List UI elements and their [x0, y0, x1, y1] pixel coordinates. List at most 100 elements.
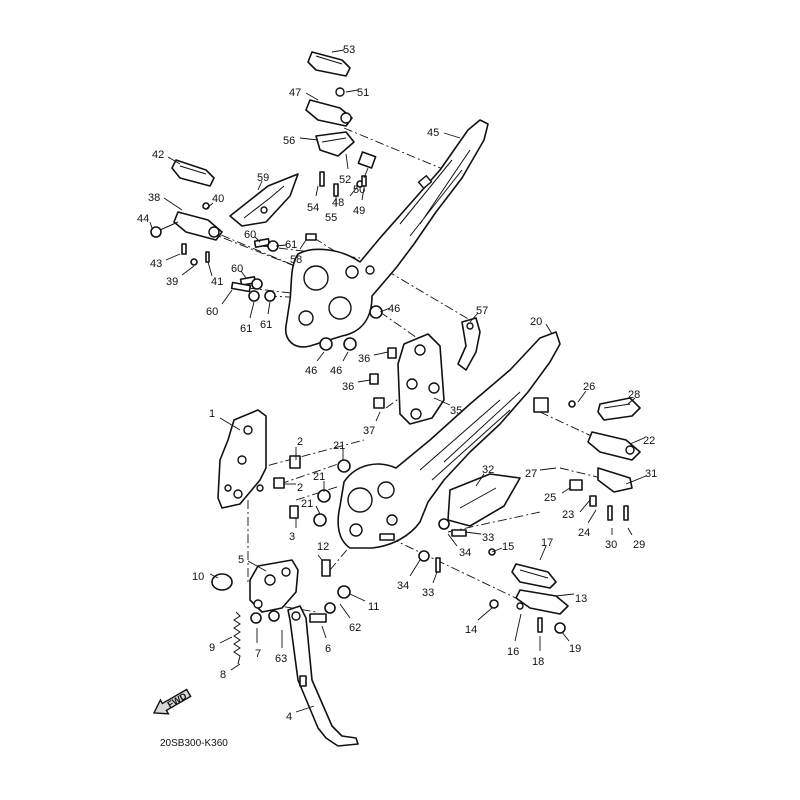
callout-c29: 29	[633, 539, 645, 551]
callout-c16: 16	[507, 646, 519, 658]
leader-line-c37	[375, 411, 381, 422]
leader-line-c20	[545, 323, 553, 335]
leader-line-c43	[165, 253, 181, 261]
callout-c37: 37	[363, 425, 375, 437]
callout-c62: 62	[349, 622, 361, 634]
sidestand-assembly	[211, 559, 359, 747]
leader-line-c31	[625, 475, 647, 485]
callout-c57: 57	[476, 305, 488, 317]
leader-line-c15	[491, 547, 503, 553]
leader-line-c1	[219, 417, 241, 431]
leader-line-c44	[149, 221, 153, 229]
upper-fasteners	[181, 171, 383, 351]
callout-c47: 47	[289, 87, 301, 99]
callout-c50: 50	[353, 184, 365, 196]
leader-line-c27	[539, 467, 557, 471]
callout-c30: 30	[605, 539, 617, 551]
leader-line-c59	[257, 180, 263, 191]
callout-c19: 19	[569, 643, 581, 655]
leader-line-c61b	[249, 301, 255, 319]
leader-line-c14	[477, 607, 493, 621]
leader-line-c42	[167, 156, 181, 165]
leader-line-c47	[305, 92, 319, 101]
heel-guard	[229, 173, 299, 227]
callout-c9: 9	[209, 642, 215, 654]
passenger-footrest-right	[568, 397, 641, 521]
callout-c14: 14	[465, 624, 477, 636]
leader-line-c62	[339, 603, 351, 619]
leader-line-c11	[349, 593, 366, 602]
leader-line-c60b	[240, 270, 247, 279]
callout-c11: 11	[368, 601, 379, 613]
leader-line-c23	[579, 499, 591, 513]
callout-c44: 44	[137, 213, 149, 225]
callout-c2a: 2	[297, 436, 303, 448]
plate-35	[369, 333, 445, 425]
leader-line-c50	[363, 167, 369, 179]
callout-c21b: 21	[313, 471, 325, 483]
callout-c10: 10	[192, 571, 204, 583]
callout-c24: 24	[578, 527, 590, 539]
leader-line-c28	[627, 397, 636, 405]
callout-c45: 45	[427, 127, 439, 139]
plate-1	[217, 409, 301, 509]
bracket-57	[457, 317, 481, 371]
callout-c60b: 60	[231, 263, 243, 275]
leader-line-c60c	[221, 289, 233, 305]
leader-line-c19	[561, 631, 570, 642]
leader-line-c54	[315, 185, 319, 197]
callout-c22: 22	[643, 435, 655, 447]
leader-line-c22	[629, 437, 645, 445]
callout-c54: 54	[307, 202, 319, 214]
right-footrest	[488, 548, 569, 634]
callout-c43: 43	[150, 258, 162, 270]
leader-line-c36a	[373, 351, 389, 356]
leader-line-c35	[433, 397, 451, 406]
callout-c1: 1	[209, 408, 215, 420]
leader-line-c38	[163, 197, 183, 211]
leader-line-c5	[247, 560, 267, 572]
callout-c8: 8	[220, 669, 226, 681]
callout-c41: 41	[211, 276, 223, 288]
leader-line-c8	[230, 663, 241, 671]
leader-line-c46a	[379, 307, 391, 313]
callout-c55: 55	[325, 212, 337, 224]
leader-line-c25	[561, 487, 571, 494]
leader-line-c45	[443, 132, 461, 139]
callout-c39: 39	[166, 276, 178, 288]
heel-guard-32	[447, 473, 521, 527]
callout-c61b: 61	[240, 323, 252, 335]
leader-line-c61a	[275, 244, 287, 247]
leader-line-c6	[321, 625, 327, 639]
leader-line-c57	[469, 312, 479, 323]
callout-c26: 26	[583, 381, 595, 393]
leader-line-c17	[539, 545, 547, 561]
callout-c60c: 60	[206, 306, 218, 318]
leader-line-c21c	[315, 505, 321, 515]
leader-line-c34b	[409, 559, 421, 577]
leader-line-c12	[317, 554, 323, 561]
leader-line-c9	[219, 636, 233, 644]
callout-c31: 31	[645, 468, 657, 480]
callout-c34b: 34	[397, 580, 409, 592]
callout-c33a: 33	[482, 532, 494, 544]
leader-line-c29	[627, 527, 633, 536]
callout-c15: 15	[502, 541, 514, 553]
middle-fasteners	[289, 459, 467, 573]
rear-footrest-bracket	[285, 119, 489, 348]
leader-lines	[149, 49, 647, 713]
leader-line-c61c	[267, 301, 271, 315]
callout-c51: 51	[357, 87, 369, 99]
passenger-footrest-upper	[305, 51, 377, 169]
leader-line-c36b	[357, 379, 371, 383]
callout-c21a: 21	[333, 440, 345, 452]
callout-c18: 18	[532, 656, 544, 668]
callout-c25: 25	[544, 492, 556, 504]
callout-c52: 52	[339, 174, 351, 186]
callout-c3: 3	[289, 531, 295, 543]
leader-line-c33b	[432, 571, 438, 584]
leader-line-c46c	[342, 351, 349, 362]
callout-c17: 17	[541, 537, 553, 549]
callout-numbers: 1223456789101112131415161718192021212122…	[137, 44, 657, 723]
